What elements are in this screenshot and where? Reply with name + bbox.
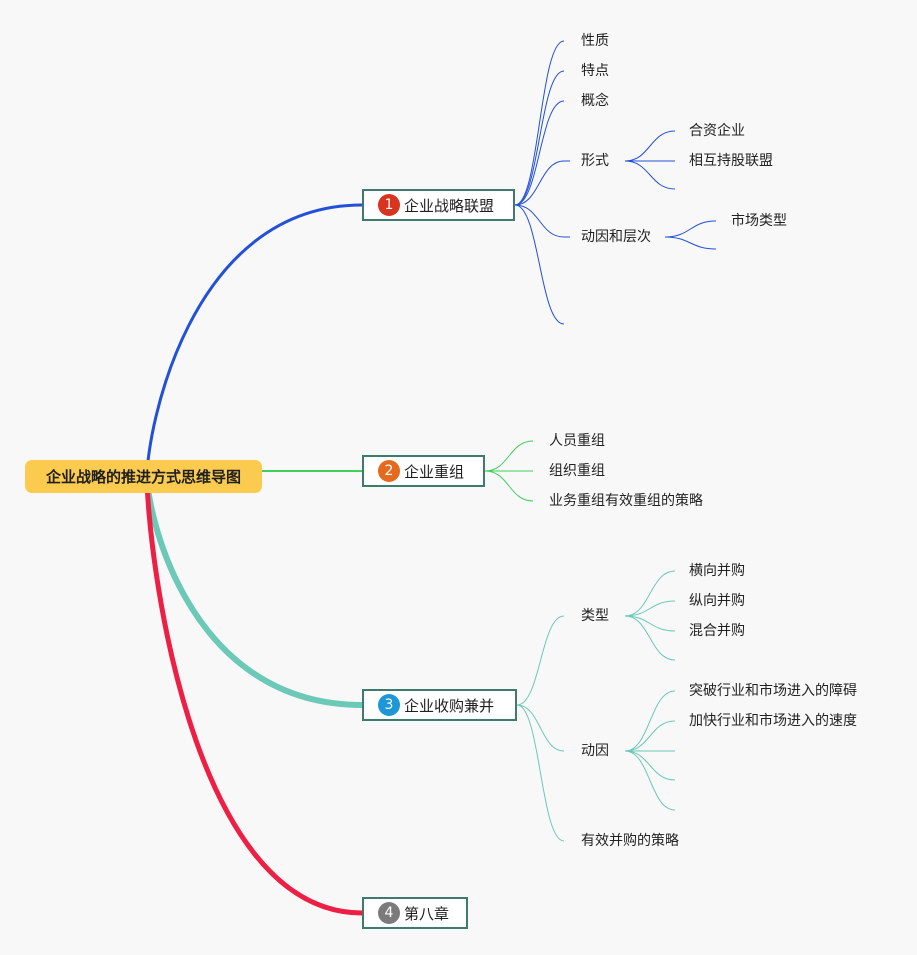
connector-branch-1-child-0	[514, 40, 565, 206]
branch-node-mergers-acquisitions[interactable]: 3 企业收购兼并	[362, 689, 517, 721]
leaf-horizontal-merger[interactable]: 横向并购	[689, 563, 745, 579]
branch-label: 第八章	[404, 904, 450, 923]
connector-motives-child-4	[624, 750, 676, 811]
root-label: 企业战略的推进方式思维导图	[45, 468, 241, 486]
connector-motives-child-1	[624, 720, 676, 752]
leaf-nature[interactable]: 性质	[581, 33, 609, 49]
leaf-mixed-merger[interactable]: 混合并购	[689, 623, 745, 639]
leaf-motives-and-levels[interactable]: 动因和层次	[581, 229, 651, 245]
leaf-personnel-restructuring[interactable]: 人员重组	[549, 433, 605, 449]
connector-branch-1-child-3	[514, 160, 565, 206]
leaf-organization-restructuring[interactable]: 组织重组	[549, 463, 605, 479]
leaf-effective-merger-strategy[interactable]: 有效并购的策略	[581, 833, 679, 849]
leaf-motives[interactable]: 动因	[581, 743, 609, 759]
badge-number-4: 4	[378, 902, 400, 924]
connector-motives-levels-child-1	[664, 236, 717, 250]
connector-motives-child-0	[624, 690, 676, 752]
leaf-market-type[interactable]: 市场类型	[731, 213, 787, 229]
leaf-speed-up-entry[interactable]: 加快行业和市场进入的速度	[689, 713, 857, 729]
connector-branch-1-child-5	[514, 204, 565, 325]
connector-root-branch-1	[145, 203, 364, 478]
connector-branch-1-child-2	[514, 100, 565, 206]
branch-label: 企业战略联盟	[404, 196, 495, 215]
connector-forms-child-2	[624, 160, 676, 190]
leaf-joint-venture[interactable]: 合资企业	[689, 123, 745, 139]
badge-number-3: 3	[378, 694, 400, 716]
connector-branch-3-child-2	[516, 704, 565, 842]
connector-types-child-2	[624, 615, 676, 632]
connector-branch-3-child-0	[516, 615, 565, 706]
connector-types-child-1	[624, 600, 676, 617]
leaf-forms[interactable]: 形式	[581, 153, 609, 169]
connector-forms-child-0	[624, 130, 676, 162]
connector-root-branch-4	[144, 473, 365, 916]
badge-number-1: 1	[378, 194, 400, 216]
connector-branch-1-child-1	[514, 70, 565, 206]
leaf-features[interactable]: 特点	[581, 63, 609, 79]
connector-branch-1-child-4	[514, 204, 565, 238]
leaf-types[interactable]: 类型	[581, 608, 609, 624]
leaf-cross-holding-alliance[interactable]: 相互持股联盟	[689, 153, 773, 169]
branch-node-restructuring[interactable]: 2 企业重组	[362, 455, 485, 487]
branch-node-enterprise-alliance[interactable]: 1 企业战略联盟	[362, 189, 515, 221]
leaf-business-restructuring[interactable]: 业务重组有效重组的策略	[549, 493, 703, 509]
connector-types-child-0	[624, 570, 676, 617]
leaf-vertical-merger[interactable]: 纵向并购	[689, 593, 745, 609]
branch-label: 企业重组	[404, 462, 465, 481]
branch-node-chapter-eight[interactable]: 4 第八章	[362, 897, 468, 929]
connector-branch-2-child-0	[484, 440, 534, 472]
badge-number-2: 2	[378, 460, 400, 482]
branch-label: 企业收购兼并	[404, 696, 495, 715]
connector-motives-child-3	[624, 750, 676, 781]
connector-branch-2-child-2	[484, 470, 534, 502]
root-node[interactable]: 企业战略的推进方式思维导图	[25, 460, 262, 493]
connector-branch-3-child-1	[516, 704, 565, 752]
leaf-concept[interactable]: 概念	[581, 93, 609, 109]
leaf-break-entry-barriers[interactable]: 突破行业和市场进入的障碍	[689, 683, 857, 699]
connector-types-child-3	[624, 615, 676, 661]
connector-motives-levels-child-0	[664, 220, 717, 238]
connector-root-branch-3	[144, 473, 365, 708]
